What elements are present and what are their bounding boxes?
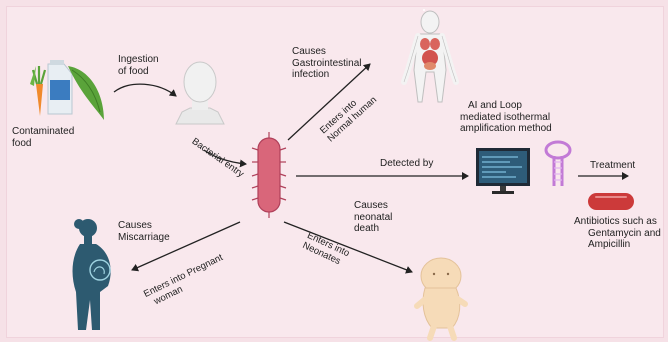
label-ai-loop-method: AI and Loop mediated isothermal amplific… bbox=[460, 100, 552, 135]
label-line: Antibiotics such as bbox=[574, 216, 661, 228]
label-line: Miscarriage bbox=[118, 232, 170, 244]
label-line: neonatal bbox=[354, 212, 392, 224]
computer-monitor-icon bbox=[476, 148, 530, 194]
label-antibiotics: Antibiotics such as Gentamycin and Ampic… bbox=[574, 216, 661, 251]
pea-pod-icon bbox=[68, 66, 104, 120]
label-line: Contaminated bbox=[12, 126, 74, 138]
label-treatment: Treatment bbox=[590, 160, 635, 172]
vegetables-icon bbox=[30, 66, 45, 116]
milk-carton-icon bbox=[48, 60, 72, 114]
label-line: Treatment bbox=[590, 160, 635, 172]
human-body-icon bbox=[404, 9, 456, 102]
label-line: of food bbox=[118, 66, 159, 78]
arrow-food-to-head bbox=[114, 84, 176, 96]
label-line: Gastrointestinal bbox=[292, 58, 361, 70]
label-line: death bbox=[354, 223, 392, 235]
label-causes-miscarriage: Causes Miscarriage bbox=[118, 220, 170, 243]
pregnant-woman-icon bbox=[73, 219, 111, 330]
label-ingestion: Ingestion of food bbox=[118, 54, 159, 77]
label-line: Causes bbox=[354, 200, 392, 212]
label-line: Causes bbox=[118, 220, 170, 232]
label-line: Gentamycin and bbox=[574, 228, 661, 240]
label-line: Detected by bbox=[380, 158, 433, 170]
human-head-icon bbox=[176, 62, 224, 124]
label-line: Ingestion bbox=[118, 54, 159, 66]
baby-icon bbox=[417, 258, 465, 338]
label-line: Ampicillin bbox=[574, 239, 661, 251]
label-line: infection bbox=[292, 69, 361, 81]
label-line: amplification method bbox=[460, 123, 552, 135]
loop-probe-icon bbox=[546, 142, 570, 186]
label-detected-by: Detected by bbox=[380, 158, 433, 170]
label-causes-gastrointestinal: Causes Gastrointestinal infection bbox=[292, 46, 361, 81]
label-line: AI and Loop bbox=[460, 100, 552, 112]
bacterium-icon bbox=[252, 132, 286, 218]
capsule-icon bbox=[588, 193, 634, 210]
label-line: mediated isothermal bbox=[460, 112, 552, 124]
label-line: Causes bbox=[292, 46, 361, 58]
label-contaminated-food: Contaminated food bbox=[12, 126, 74, 149]
label-causes-neonatal-death: Causes neonatal death bbox=[354, 200, 392, 235]
label-line: food bbox=[12, 138, 74, 150]
